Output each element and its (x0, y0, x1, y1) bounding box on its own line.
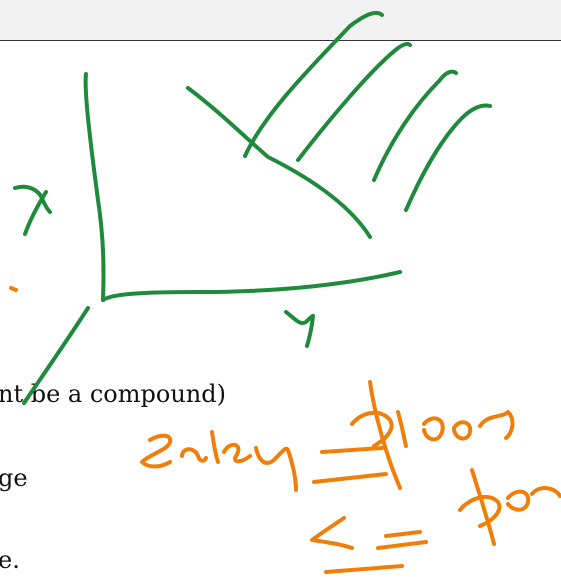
ink-word-salary (222, 442, 252, 464)
ink-digits-1000 (396, 410, 408, 448)
ink-ray (372, 69, 458, 182)
ink-digits-1000 (452, 420, 473, 441)
ink-underline (320, 446, 384, 454)
ink-word-salary (254, 446, 298, 492)
ink-ray (404, 103, 492, 212)
ink-equals (384, 530, 422, 538)
ink-underline (324, 564, 404, 574)
ink-digits-1000 (422, 416, 445, 442)
ink-letter-y (284, 310, 315, 325)
ink-axis-diagonal (22, 306, 90, 405)
ink-ray (186, 86, 372, 239)
ink-underline (312, 472, 388, 484)
ink-axis-horizontal (101, 270, 402, 302)
ink-dollar-500 (458, 494, 502, 528)
ink-word-salary (140, 433, 173, 469)
ink-letter-x (23, 190, 48, 236)
ink-dot (9, 286, 18, 292)
ink-dollar-sign (350, 410, 394, 448)
ink-word-salary (180, 447, 208, 463)
ink-dollar-sign (368, 380, 402, 490)
ink-digits-1000 (478, 410, 515, 440)
top-toolbar-band (0, 0, 561, 41)
ink-equals (376, 540, 428, 550)
ink-ray (296, 42, 412, 162)
ink-word-salary (210, 430, 220, 464)
document-text-line: e. (0, 546, 20, 574)
ink-less-than (310, 516, 354, 550)
ink-dollar-500 (470, 468, 496, 546)
ink-letter-y (305, 314, 315, 348)
document-text-line: ge (0, 464, 28, 492)
ink-ray (243, 10, 384, 158)
ink-dollar-500 (530, 486, 561, 498)
ink-dollar-500 (506, 489, 531, 512)
ink-axis-vertical (83, 72, 106, 302)
